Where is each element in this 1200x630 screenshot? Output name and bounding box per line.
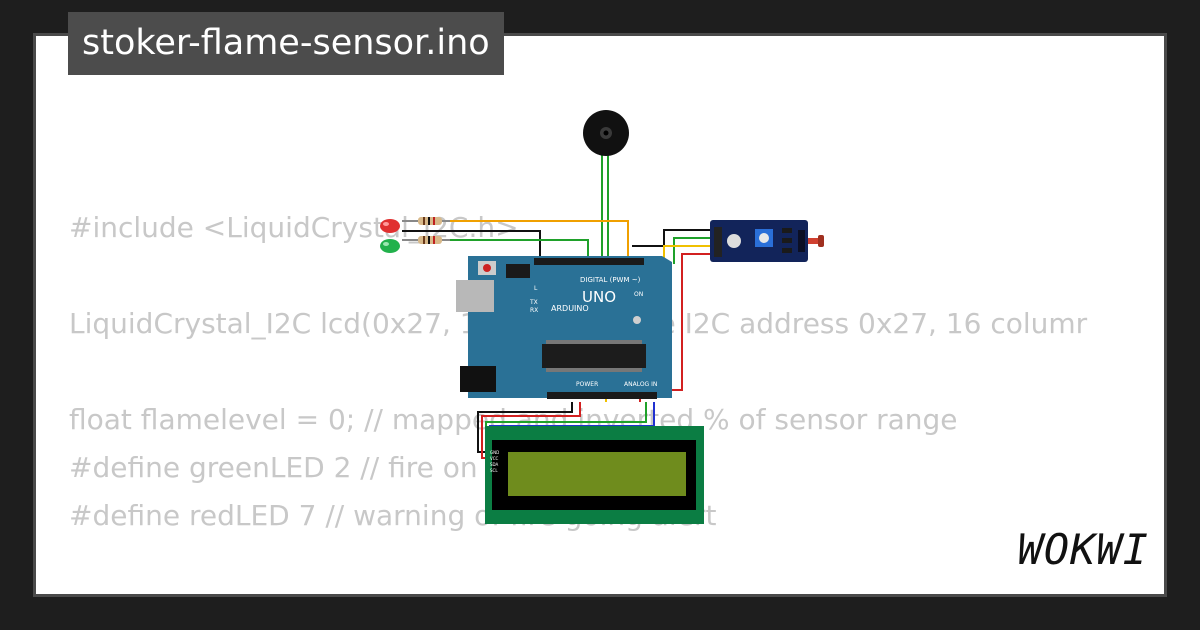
digital-label: DIGITAL (PWM ~) (580, 276, 641, 284)
resistor-red (402, 217, 450, 225)
project-title: stoker-flame-sensor.ino (68, 12, 504, 75)
usb-port (456, 280, 494, 312)
atmega-chip (542, 344, 646, 368)
wokwi-logo: WOKWI (1017, 525, 1149, 574)
code-line: #define greenLED 2 // fire on (69, 451, 478, 484)
lcd-pin-vcc: VCC (490, 456, 499, 461)
code-line: #include <LiquidCrystal_I2C.h> (69, 211, 519, 244)
resistor-green (402, 236, 450, 244)
lcd-pin-scl: SCL (490, 468, 498, 473)
power-jack (460, 366, 496, 392)
rx-label: RX (530, 307, 538, 314)
lcd-display[interactable]: GND VCC SDA SCL (485, 426, 704, 524)
wire-flame-gnd (632, 229, 712, 247)
wire-led-gnd (402, 230, 541, 256)
buzzer[interactable] (583, 110, 629, 156)
l-label: L (534, 285, 538, 292)
wire-green-led (402, 239, 589, 256)
green-led[interactable] (380, 239, 400, 253)
lcd-pin-gnd: GND (490, 450, 499, 455)
analog-header (547, 392, 657, 399)
board-brand: ARDUINO (551, 304, 589, 313)
wire-flame-do (673, 237, 712, 264)
lcd-pin-sda: SDA (490, 462, 499, 467)
tx-label: TX (529, 299, 538, 306)
board-model: UNO (582, 288, 616, 306)
digital-header (534, 258, 644, 265)
on-label: ON (634, 291, 643, 298)
red-led[interactable] (380, 219, 400, 233)
wire-red-led (402, 220, 629, 256)
analog-label: ANALOG IN (624, 381, 657, 388)
flame-sensor[interactable] (710, 220, 824, 262)
power-label: POWER (576, 381, 598, 388)
arduino-uno[interactable]: DIGITAL (PWM ~) UNO ARDUINO ANALOG IN PO… (456, 256, 672, 399)
